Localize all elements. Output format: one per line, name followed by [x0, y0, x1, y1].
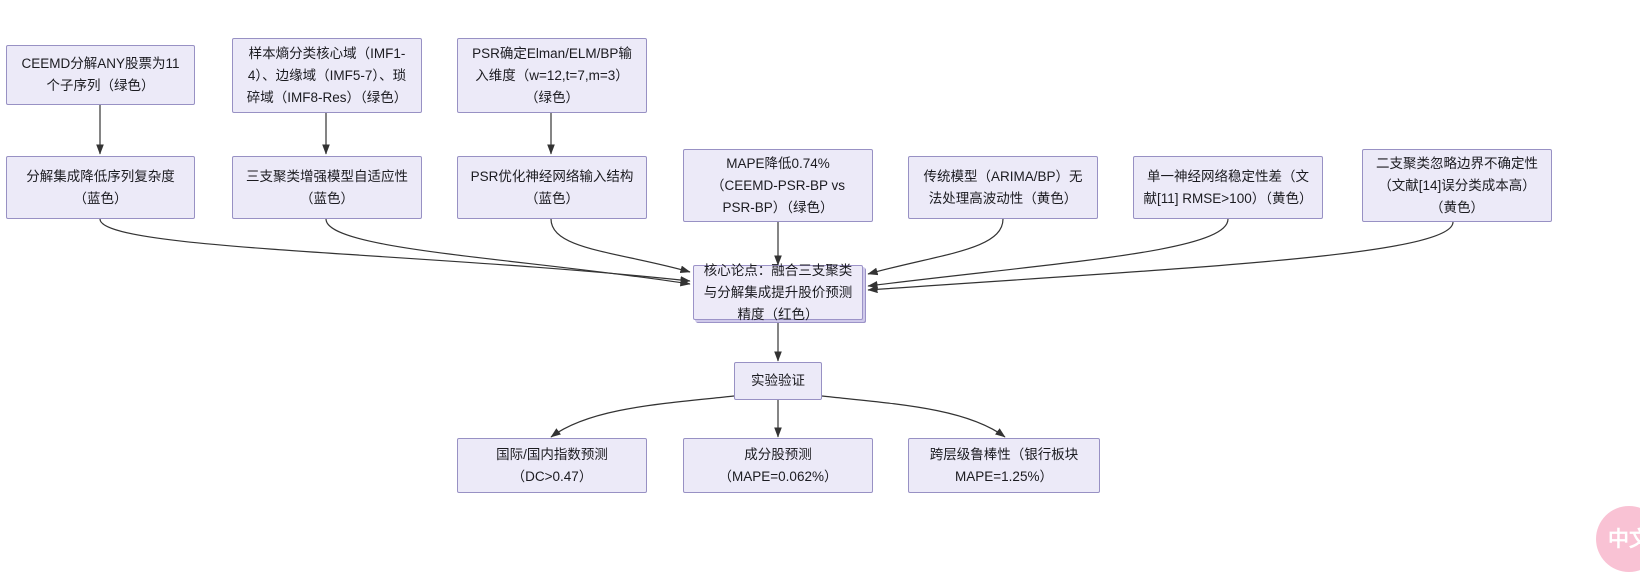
- node-label: 单一神经网络稳定性差（文献[11] RMSE>100）（黄色）: [1143, 168, 1313, 206]
- node-label: 跨层级鲁棒性（银行板块MAPE=1.25%）: [929, 446, 1079, 484]
- edge-m6-core: [867, 218, 1229, 289]
- node-single-network-instability[interactable]: 单一神经网络稳定性差（文献[11] RMSE>100）（黄色）: [1133, 156, 1323, 219]
- node-psr-input-dimension[interactable]: PSR确定Elman/ELM/BP输入维度（w=12,t=7,m=3）（绿色）: [457, 38, 647, 113]
- edge-m1-core: [99, 218, 691, 284]
- node-two-way-clustering-limitation[interactable]: 二支聚类忽略边界不确定性（文献[14]误分类成本高）（黄色）: [1362, 149, 1552, 222]
- node-traditional-model-limitation[interactable]: 传统模型（ARIMA/BP）无法处理高波动性（黄色）: [908, 156, 1098, 219]
- node-label: 三支聚类增强模型自适应性（蓝色）: [246, 168, 408, 206]
- node-label: 二支聚类忽略边界不确定性（文献[14]误分类成本高）（黄色）: [1376, 155, 1538, 215]
- node-three-way-clustering-adaptivity[interactable]: 三支聚类增强模型自适应性（蓝色）: [232, 156, 422, 219]
- node-label: 成分股预测（MAPE=0.062%）: [718, 446, 838, 484]
- node-label: 传统模型（ARIMA/BP）无法处理高波动性（黄色）: [923, 168, 1083, 206]
- node-sample-entropy-classification[interactable]: 样本熵分类核心域（IMF1-4）、边缘域（IMF5-7）、琐碎域（IMF8-Re…: [232, 38, 422, 113]
- node-label: 核心论点：融合三支聚类与分解集成提升股价预测精度（红色）: [703, 262, 853, 322]
- node-reduce-sequence-complexity[interactable]: 分解集成降低序列复杂度（蓝色）: [6, 156, 195, 219]
- edge-verify-r3: [821, 395, 1006, 438]
- edge-m5-core: [867, 218, 1004, 276]
- edge-verify-r1: [550, 395, 735, 438]
- node-label: 国际/国内指数预测（DC>0.47）: [496, 446, 608, 484]
- node-label: 分解集成降低序列复杂度（蓝色）: [26, 168, 175, 206]
- node-psr-optimize-network-input[interactable]: PSR优化神经网络输入结构（蓝色）: [457, 156, 647, 219]
- node-index-prediction-result[interactable]: 国际/国内指数预测（DC>0.47）: [457, 438, 647, 493]
- edge-m2-core: [325, 218, 691, 287]
- node-ceemd-decomposition[interactable]: CEEMD分解ANY股票为11个子序列（绿色）: [6, 45, 195, 105]
- edge-m7-core: [867, 221, 1454, 294]
- watermark-badge: 中文: [1596, 506, 1640, 572]
- node-label: CEEMD分解ANY股票为11个子序列（绿色）: [21, 56, 180, 93]
- node-label: PSR优化神经网络输入结构（蓝色）: [470, 168, 634, 206]
- node-constituent-stock-result[interactable]: 成分股预测（MAPE=0.062%）: [683, 438, 873, 493]
- watermark-text: 中文: [1608, 527, 1640, 551]
- node-core-claim[interactable]: 核心论点：融合三支聚类与分解集成提升股价预测精度（红色）: [693, 263, 863, 322]
- node-label: PSR确定Elman/ELM/BP输入维度（w=12,t=7,m=3）（绿色）: [472, 45, 632, 105]
- edge-m3-core: [550, 218, 691, 274]
- node-label: 实验验证: [751, 373, 805, 388]
- node-cross-level-robustness-result[interactable]: 跨层级鲁棒性（银行板块MAPE=1.25%）: [908, 438, 1100, 493]
- node-label: MAPE降低0.74%（CEEMD-PSR-BP vs PSR-BP）（绿色）: [710, 155, 846, 215]
- node-experimental-verification[interactable]: 实验验证: [734, 362, 822, 400]
- node-label: 样本熵分类核心域（IMF1-4）、边缘域（IMF5-7）、琐碎域（IMF8-Re…: [246, 45, 408, 105]
- node-mape-improvement[interactable]: MAPE降低0.74%（CEEMD-PSR-BP vs PSR-BP）（绿色）: [683, 149, 873, 222]
